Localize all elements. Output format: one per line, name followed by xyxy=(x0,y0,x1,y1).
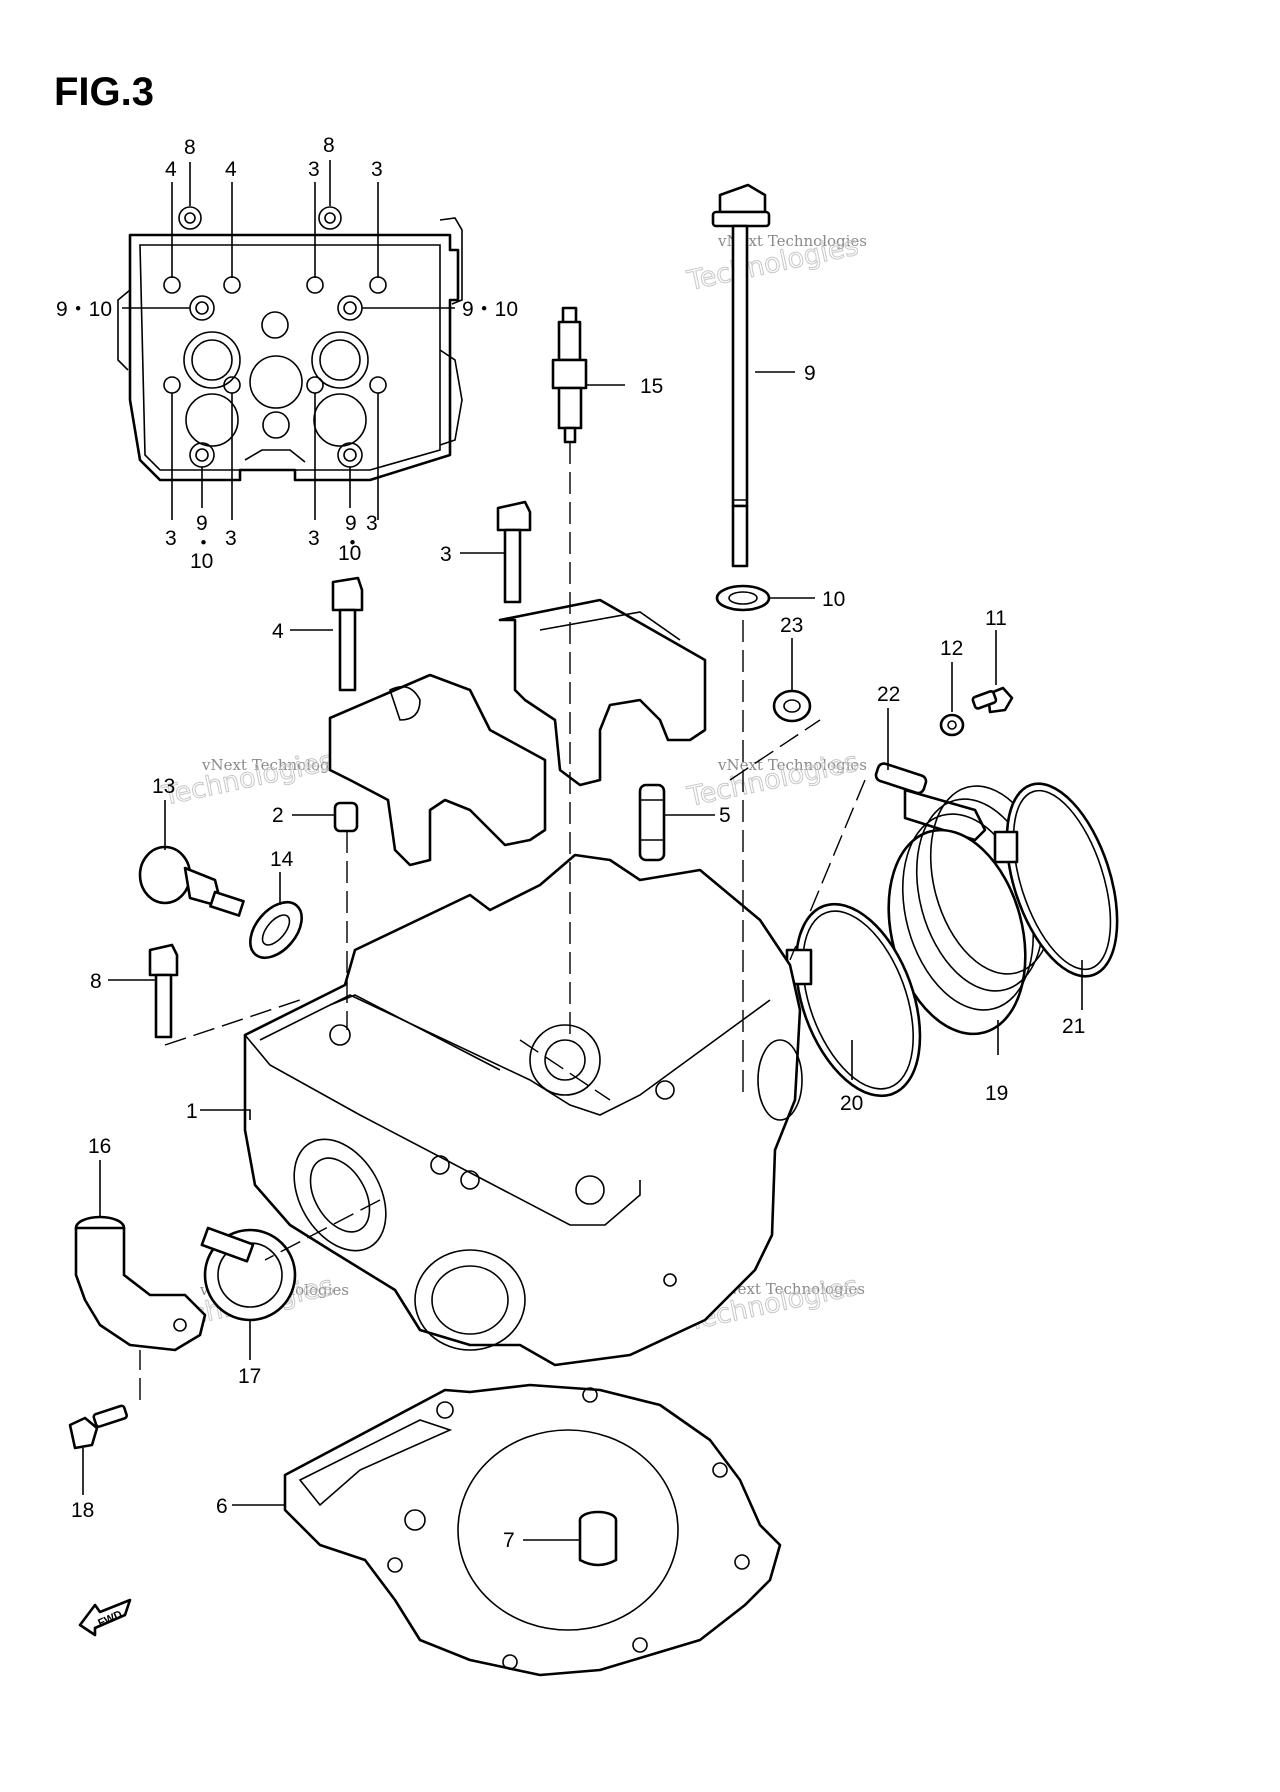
callout-14: 14 xyxy=(270,848,294,871)
label: 10 xyxy=(338,542,361,565)
watermark-text: vNext Technologies xyxy=(715,1280,865,1298)
part-camshaft-cap-rear xyxy=(498,598,707,787)
label: 10 xyxy=(190,550,213,573)
callout-7: 7 xyxy=(503,1529,515,1552)
part-oil-seal xyxy=(249,901,303,959)
part-spark-plug xyxy=(551,306,588,444)
callout-22: 22 xyxy=(877,683,900,706)
part-intake-pipe xyxy=(887,785,1055,1036)
callout-10: 10 xyxy=(822,588,845,611)
callout-labels: 1 2 3 4 5 6 7 8 9 10 11 12 13 14 15 16 1… xyxy=(71,362,1085,1552)
callout-16: 16 xyxy=(88,1135,111,1158)
part-washer xyxy=(715,584,771,612)
label: 3 xyxy=(165,527,177,550)
label: ・ xyxy=(193,532,214,555)
part-clamp-21 xyxy=(993,782,1119,978)
leader-lines xyxy=(82,160,1083,1541)
part-stud-bolt xyxy=(711,183,771,568)
part-tensioner xyxy=(638,783,666,862)
callout-1: 1 xyxy=(186,1100,198,1123)
callout-18: 18 xyxy=(71,1499,94,1522)
callout-6: 6 xyxy=(216,1495,228,1518)
label: 9 xyxy=(345,512,357,535)
label: 3 xyxy=(225,527,237,550)
fwd-arrow-icon: FWD xyxy=(78,1598,132,1637)
callout-23: 23 xyxy=(780,614,803,637)
callout-17: 17 xyxy=(238,1365,261,1388)
part-thermostat xyxy=(200,1226,297,1322)
callout-13: 13 xyxy=(152,775,175,798)
part-bolt-22 xyxy=(874,762,987,842)
callout-9: 9 xyxy=(804,362,816,385)
callout-12: 12 xyxy=(940,637,963,660)
assembly-lines xyxy=(139,442,866,1400)
part-plug-bolt xyxy=(138,845,245,917)
label: 3 xyxy=(308,527,320,550)
callout-2: 2 xyxy=(272,804,284,827)
label: 3 xyxy=(371,158,383,181)
part-cylinder-head xyxy=(243,853,803,1367)
watermark-text: vNext Technologies xyxy=(717,232,867,250)
label: 8 xyxy=(184,136,196,159)
callout-3: 3 xyxy=(440,543,452,566)
label: 9・10 xyxy=(462,298,518,321)
watermark-text: vNext Technologies xyxy=(201,756,351,774)
part-head-gasket xyxy=(283,1383,782,1677)
label: 8 xyxy=(323,134,335,157)
part-bolt-3 xyxy=(496,500,532,604)
label: 4 xyxy=(225,158,237,181)
label: 9 xyxy=(196,512,208,535)
callout-15: 15 xyxy=(640,375,663,398)
inset-labels: 8 8 4 4 3 3 9・10 9・10 3 9 ・ 10 3 3 9 ・ 1… xyxy=(56,134,518,573)
part-dowel-7 xyxy=(578,1510,618,1567)
callout-20: 20 xyxy=(840,1092,863,1115)
callout-21: 21 xyxy=(1062,1015,1085,1038)
part-bolt-18 xyxy=(68,1404,128,1450)
label: 3 xyxy=(308,158,320,181)
part-dowel-pin xyxy=(333,801,359,833)
inset-head-top-view xyxy=(117,206,463,482)
part-washer-12 xyxy=(939,713,965,737)
figure-title: FIG.3 xyxy=(54,70,155,114)
label: 3 xyxy=(366,512,378,535)
label: ・ xyxy=(342,532,363,555)
part-nut xyxy=(772,689,812,723)
part-bolt-8 xyxy=(148,943,179,1039)
callout-19: 19 xyxy=(985,1082,1008,1105)
callout-8: 8 xyxy=(90,970,102,993)
part-bolt-11 xyxy=(971,686,1014,714)
label: 4 xyxy=(165,158,177,181)
part-camshaft-cap-front xyxy=(328,673,547,867)
callout-5: 5 xyxy=(719,804,731,827)
part-bolt-4 xyxy=(331,576,364,692)
label: 9・10 xyxy=(56,298,112,321)
callout-11: 11 xyxy=(985,607,1007,630)
watermark-text: vNext Technologies xyxy=(717,756,867,774)
callout-4: 4 xyxy=(272,620,284,643)
part-water-outlet xyxy=(74,1215,207,1352)
